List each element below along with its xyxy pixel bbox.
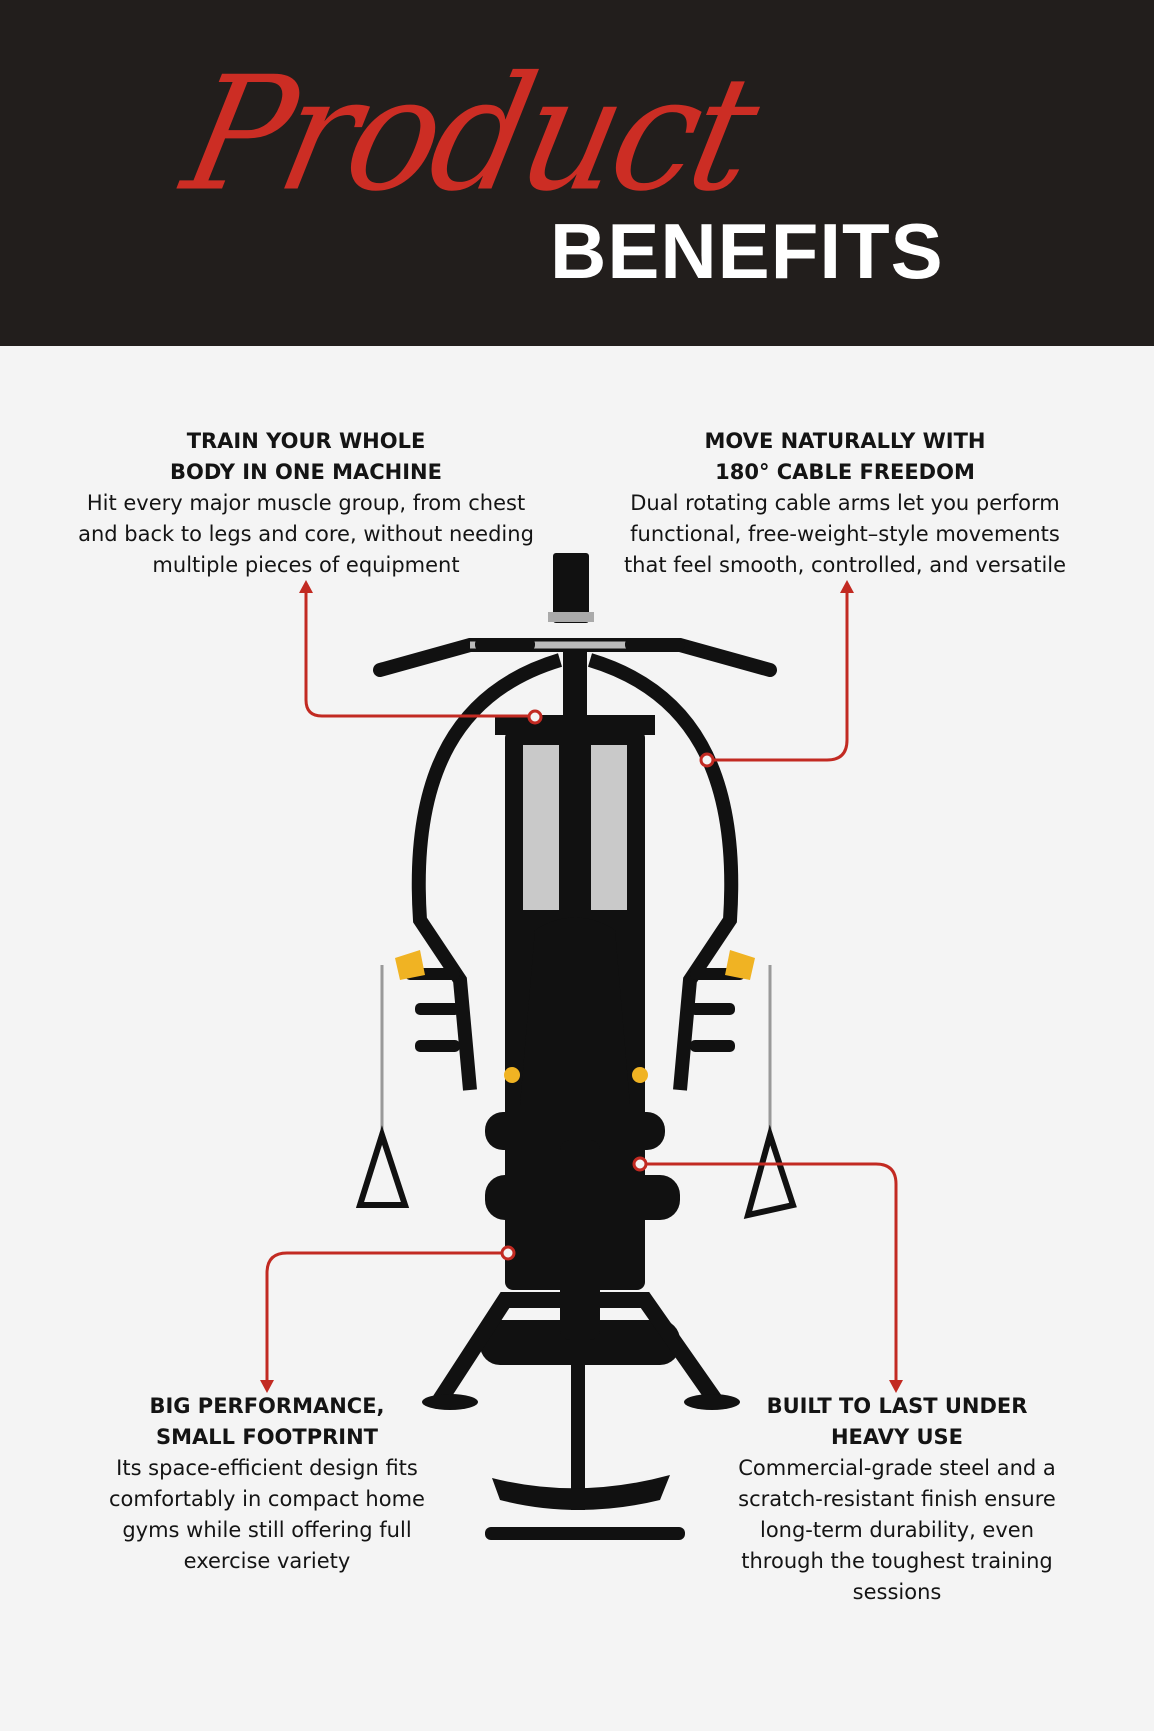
- connector-1: [304, 586, 528, 718]
- arrow-down-icon: [260, 1380, 274, 1393]
- connector-3: [265, 1251, 501, 1385]
- benefit-title: MOVE NATURALLY WITH: [704, 429, 986, 453]
- benefit-text: Commercial-grade steel and a scratch-res…: [738, 1456, 1056, 1604]
- arrow-up-icon: [840, 580, 854, 593]
- benefit-durability: BUILT TO LAST UNDER HEAVY USE Commercial…: [647, 1391, 1147, 1608]
- benefit-cable-freedom: MOVE NATURALLY WITH 180° CABLE FREEDOM D…: [595, 426, 1095, 581]
- benefit-text: Hit every major muscle group, from chest…: [78, 491, 534, 577]
- page-title: BENEFITS: [550, 207, 944, 295]
- connector-4: [647, 1162, 898, 1385]
- benefit-title: HEAVY USE: [830, 1425, 964, 1449]
- benefit-text: Dual rotating cable arms let you perform…: [623, 491, 1067, 577]
- benefit-small-footprint: BIG PERFORMANCE, SMALL FOOTPRINT Its spa…: [17, 1391, 517, 1577]
- benefit-text: Its space-efficient design fits comforta…: [109, 1456, 425, 1573]
- arrow-down-icon: [889, 1380, 903, 1393]
- benefit-title: BIG PERFORMANCE,: [149, 1394, 385, 1418]
- benefit-title: BUILT TO LAST UNDER: [766, 1394, 1028, 1418]
- benefit-title: TRAIN YOUR WHOLE: [186, 429, 426, 453]
- connector-2: [714, 586, 849, 762]
- arrow-up-icon: [299, 580, 313, 593]
- benefit-title: SMALL FOOTPRINT: [156, 1425, 378, 1449]
- header-banner: Product BENEFITS: [0, 0, 1154, 346]
- benefit-whole-body: TRAIN YOUR WHOLE BODY IN ONE MACHINE Hit…: [56, 426, 556, 581]
- benefit-title: 180° CABLE FREEDOM: [715, 460, 975, 484]
- benefit-title: BODY IN ONE MACHINE: [170, 460, 442, 484]
